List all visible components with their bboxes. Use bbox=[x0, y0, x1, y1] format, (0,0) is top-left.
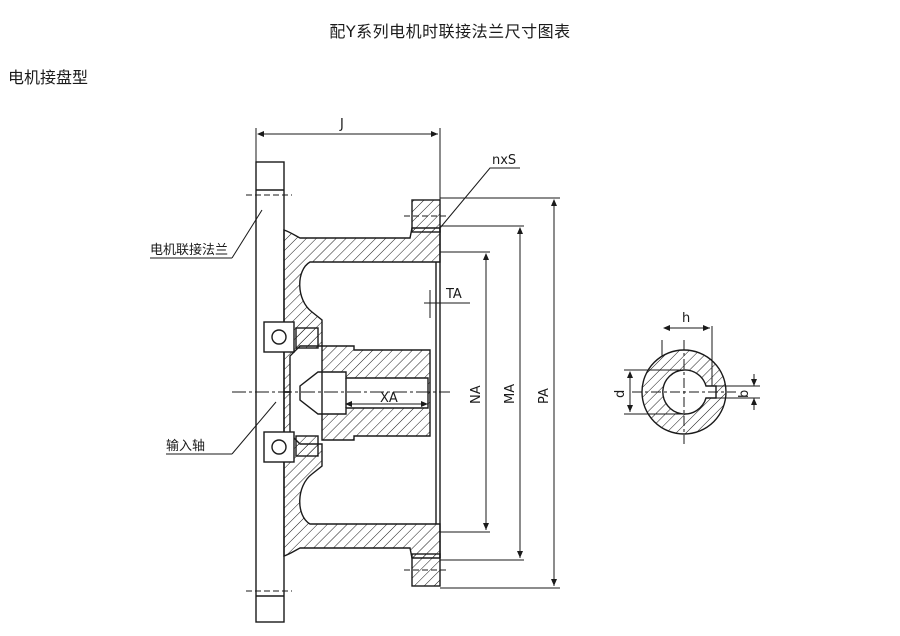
shaft-bore bbox=[299, 371, 429, 415]
label-d: d bbox=[613, 390, 628, 398]
label-input-shaft: 输入轴 bbox=[166, 438, 205, 454]
label-pa: PA bbox=[537, 388, 552, 404]
label-na: NA bbox=[469, 385, 484, 404]
label-ta: TA bbox=[445, 287, 462, 302]
lower-bearing bbox=[263, 431, 295, 463]
label-motor-flange: 电机联接法兰 bbox=[150, 242, 228, 258]
upper-bearing bbox=[263, 321, 295, 353]
shaft-section-view bbox=[624, 325, 760, 444]
label-nxs: nxS bbox=[492, 153, 516, 168]
housing-lower bbox=[283, 391, 441, 559]
label-b: b bbox=[737, 390, 752, 398]
diagram-type-label: 电机接盘型 bbox=[8, 68, 89, 87]
label-h: h bbox=[682, 311, 690, 326]
label-ma: MA bbox=[503, 384, 518, 404]
housing-upper bbox=[283, 227, 441, 393]
label-j: J bbox=[339, 117, 344, 132]
label-xa: XA bbox=[380, 391, 398, 406]
page-title: 配Y系列电机时联接法兰尺寸图表 bbox=[329, 22, 571, 41]
